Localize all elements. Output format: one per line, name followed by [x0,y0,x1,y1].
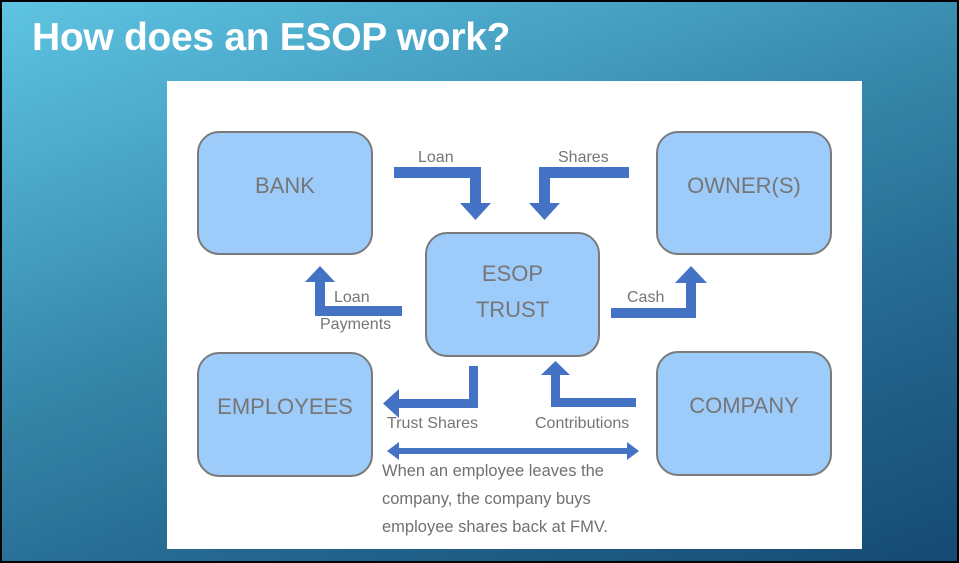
label-loan: Loan [418,149,454,166]
node-employees-label: EMPLOYEES [217,394,353,419]
node-bank: BANK [197,131,373,255]
cash-arrow-icon [611,266,707,318]
esop-diagram: BANK OWNER(S) ESOP TRUST EMPLOYEES COMPA… [167,81,862,549]
buyback-double-arrow-icon [387,442,639,460]
node-owners-label: OWNER(S) [687,173,801,198]
node-esop-trust: ESOP TRUST [425,232,600,357]
buyback-note: When an employee leaves the company, the… [382,462,608,536]
node-esop-label-line1: ESOP [481,261,544,286]
label-loan-payments-line1: Loan [334,289,370,306]
contributions-arrow-icon [541,361,636,407]
loan-arrow-icon [394,167,491,220]
slide-title: How does an ESOP work? [32,16,511,59]
label-trust-shares: Trust Shares [387,415,478,432]
node-esop-label-line2: TRUST [475,297,550,322]
shares-arrow-icon [529,167,629,220]
node-bank-label: BANK [255,173,315,198]
label-contributions: Contributions [535,415,630,432]
node-company-label: COMPANY [689,393,799,418]
label-cash: Cash [627,289,665,306]
node-company: COMPANY [656,351,832,476]
flow-arrows [305,167,707,460]
node-owners: OWNER(S) [656,131,832,255]
node-esop-trust-label: ESOP TRUST [427,256,598,328]
node-employees: EMPLOYEES [197,352,373,477]
label-loan-payments-line2: Payments [320,316,392,333]
label-shares: Shares [558,149,609,166]
trust-shares-arrow-icon [383,366,478,418]
loan-payments-arrow-icon [305,266,402,316]
